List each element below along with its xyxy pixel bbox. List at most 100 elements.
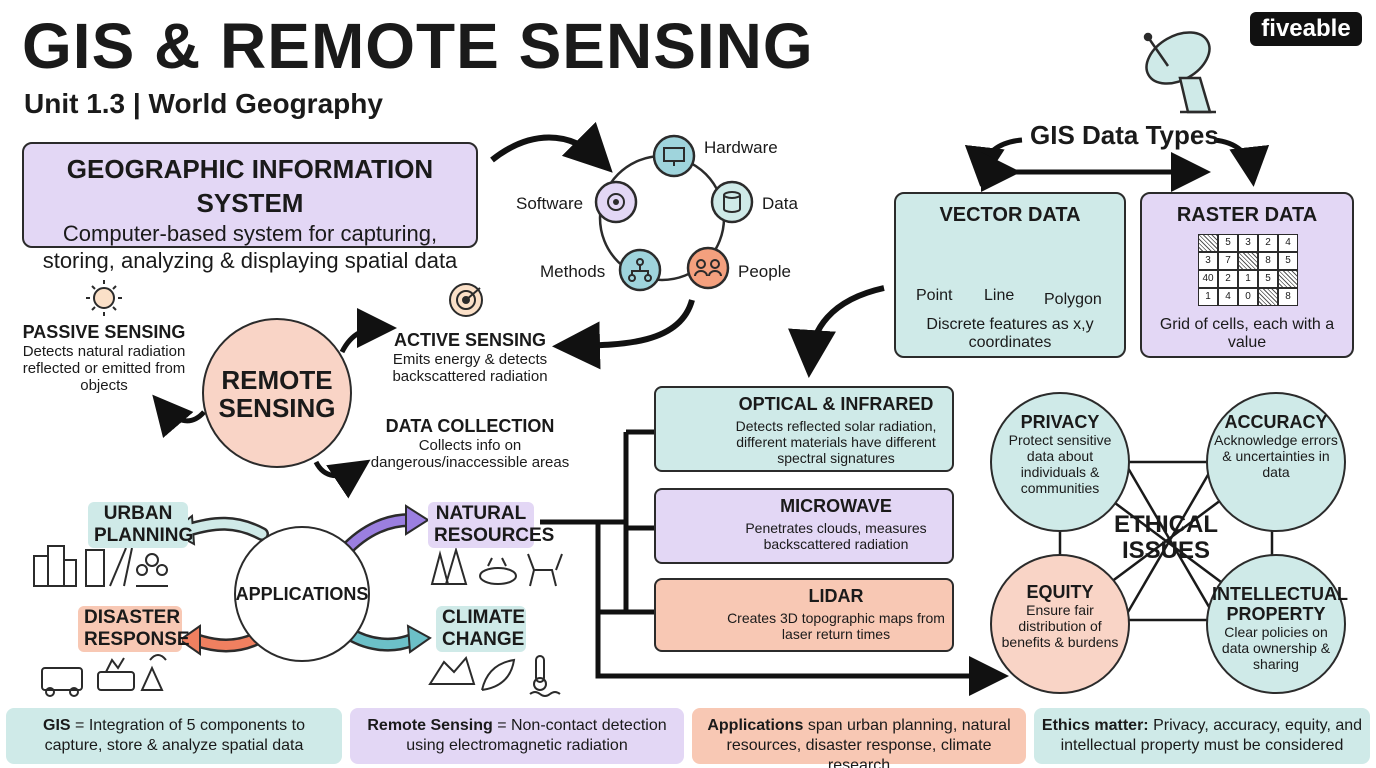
app-climate-change: CLIMATE CHANGE xyxy=(436,606,526,652)
footer-ethics: Ethics matter: Privacy, accuracy, equity… xyxy=(1034,708,1370,764)
raster-cell: 8 xyxy=(1278,288,1298,306)
raster-cell: 4 xyxy=(1278,234,1298,252)
active-description: Emits energy & detects backscattered rad… xyxy=(392,351,548,385)
raster-cell: 0 xyxy=(1238,288,1258,306)
applications-label: APPLICATIONS xyxy=(235,584,369,604)
applications-circle xyxy=(234,526,370,662)
data-collection-block: DATA COLLECTION Collects info on dangero… xyxy=(370,416,570,471)
vector-description: Discrete features as x,y coordinates xyxy=(926,316,1094,351)
ethics-equity-circle xyxy=(990,554,1130,694)
ethical-issues-label: ETHICAL ISSUES xyxy=(1114,511,1218,564)
apps-to-disaster-arrowhead xyxy=(178,624,201,656)
microwave-title: MICROWAVE xyxy=(780,496,892,516)
ethics-accuracy-circle xyxy=(1206,392,1346,532)
remote-sensing-circle xyxy=(202,318,352,468)
raster-cell: 2 xyxy=(1258,234,1278,252)
active-sensing-block: ACTIVE SENSING Emits energy & detects ba… xyxy=(382,330,558,385)
ethics-privacy-circle xyxy=(990,392,1130,532)
raster-cell xyxy=(1258,288,1278,306)
data-icon xyxy=(710,180,754,224)
climate-icons xyxy=(428,655,561,697)
footer-gis: GIS = Integration of 5 components to cap… xyxy=(6,708,342,764)
people-icon xyxy=(686,246,730,290)
rs-to-collection-arrow xyxy=(313,459,371,499)
gis-definition-card: GEOGRAPHIC INFORMATION SYSTEM Computer-b… xyxy=(22,142,478,273)
raster-cell: 3 xyxy=(1238,234,1258,252)
data-types-left-arrow xyxy=(964,137,1023,187)
raster-cell: 7 xyxy=(1218,252,1238,270)
brand-logo[interactable]: fiveable xyxy=(1250,12,1362,46)
optical-description: Detects reflected solar radiation, diffe… xyxy=(735,418,937,466)
equity-description: Ensure fair distribution of benefits & b… xyxy=(1001,602,1119,650)
data-types-to-tech-arrow xyxy=(788,285,885,378)
accuracy-title: ACCURACY xyxy=(1224,412,1328,432)
component-data: Data xyxy=(762,194,798,213)
lidar-description: Creates 3D topographic maps from laser r… xyxy=(727,610,945,642)
raster-description: Grid of cells, each with a value xyxy=(1159,316,1335,351)
lidar-card: LIDAR Creates 3D topographic maps from l… xyxy=(654,578,954,652)
data-types-right-arrow xyxy=(1213,137,1270,187)
rs-to-passive-arrow xyxy=(152,394,206,438)
app-natural-resources: NATURAL RESOURCES xyxy=(428,502,554,548)
footer-eth-text: Privacy, accuracy, equity, and intellect… xyxy=(1060,717,1363,754)
vector-title: VECTOR DATA xyxy=(939,204,1081,226)
ethics-privacy-text: PRIVACY Protect sensitive data about ind… xyxy=(998,412,1122,496)
component-hardware: Hardware xyxy=(704,138,778,157)
raster-cell xyxy=(1238,252,1258,270)
raster-cell: 1 xyxy=(1238,270,1258,288)
lidar-title: LIDAR xyxy=(808,586,864,606)
raster-cell: 4 xyxy=(1218,288,1238,306)
components-to-sensing-arrow xyxy=(552,299,695,370)
passive-sensing-block: PASSIVE SENSING Detects natural radiatio… xyxy=(20,322,188,394)
gis-description: Computer-based system for capturing, sto… xyxy=(42,221,458,273)
raster-cell: 8 xyxy=(1258,252,1278,270)
raster-cell: 5 xyxy=(1258,270,1278,288)
footer-apps-bold: Applications xyxy=(707,717,804,734)
disaster-icons xyxy=(41,654,167,697)
component-methods: Methods xyxy=(540,262,606,281)
vector-data-card: VECTOR DATA Point Line Polygon Discrete … xyxy=(894,192,1126,358)
optical-infrared-card: OPTICAL & INFRARED Detects reflected sol… xyxy=(654,386,954,472)
footer-gis-text: = Integration of 5 components to capture… xyxy=(44,717,305,754)
ethics-ip-text: INTELLECTUAL PROPERTY Clear policies on … xyxy=(1212,584,1348,672)
ethics-ip-circle xyxy=(1206,554,1346,694)
ethics-accuracy-text: ACCURACY Acknowledge errors & uncertaint… xyxy=(1214,412,1338,480)
vector-polygon-label: Polygon xyxy=(1044,291,1102,308)
tech-bracket xyxy=(623,429,654,615)
accuracy-description: Acknowledge errors & uncertainties in da… xyxy=(1214,432,1338,480)
footer-eth-bold: Ethics matter: xyxy=(1041,717,1149,734)
nature-icons xyxy=(430,546,563,587)
raster-cell: 5 xyxy=(1218,234,1238,252)
ip-description: Clear policies on data ownership & shari… xyxy=(1221,624,1331,672)
passive-title: PASSIVE SENSING xyxy=(22,322,186,342)
satellite-dish-icon xyxy=(1143,31,1216,114)
footer-rs-text: = Non-contact detection using electromag… xyxy=(406,717,667,754)
microwave-card: MICROWAVE Penetrates clouds, measures ba… xyxy=(654,488,954,564)
page-subtitle: Unit 1.3 | World Geography xyxy=(24,88,383,119)
active-title: ACTIVE SENSING xyxy=(393,330,547,350)
ip-title: INTELLECTUAL PROPERTY xyxy=(1212,584,1348,624)
footer-applications: Applications span urban planning, natura… xyxy=(692,708,1026,768)
app-urban-planning: URBAN PLANNING xyxy=(88,502,193,548)
vector-point-label: Point xyxy=(916,287,953,304)
raster-cell xyxy=(1198,234,1218,252)
footer-apps-text: span urban planning, natural resources, … xyxy=(726,717,1011,768)
raster-cell: 1 xyxy=(1198,288,1218,306)
sun-icon xyxy=(86,280,122,316)
raster-cell: 5 xyxy=(1278,252,1298,270)
optical-title: OPTICAL & INFRARED xyxy=(738,394,934,414)
raster-cell: 40 xyxy=(1198,270,1218,288)
collection-title: DATA COLLECTION xyxy=(385,416,555,436)
component-software: Software xyxy=(516,194,584,213)
software-icon xyxy=(594,180,638,224)
natural-to-ethics-arrow xyxy=(595,612,1009,696)
radar-icon xyxy=(449,283,483,317)
methods-icon xyxy=(618,248,662,292)
raster-cell: 2 xyxy=(1218,270,1238,288)
passive-description: Detects natural radiation reflected or e… xyxy=(22,343,186,394)
collection-description: Collects info on dangerous/inaccessible … xyxy=(370,437,570,471)
remote-sensing-label: REMOTE SENSING xyxy=(218,365,336,423)
equity-title: EQUITY xyxy=(1026,582,1094,602)
raster-cell xyxy=(1278,270,1298,288)
